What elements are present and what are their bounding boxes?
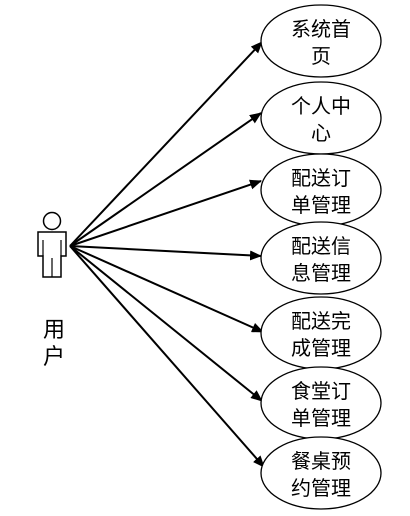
actor-head bbox=[42, 211, 62, 231]
use-case-label-line: 单管理 bbox=[291, 193, 351, 217]
use-case-label-line: 单管理 bbox=[291, 406, 351, 430]
use-case-label-line: 配送信 bbox=[291, 234, 351, 258]
use-case-ellipse bbox=[260, 436, 382, 510]
use-case-label-line: 配送完 bbox=[291, 309, 351, 333]
association-arrows bbox=[69, 41, 265, 468]
association-arrow-uc6 bbox=[69, 245, 263, 402]
association-arrow-uc1 bbox=[69, 41, 263, 247]
use-case-label-line: 成管理 bbox=[291, 336, 351, 360]
actor-label-line-2: 户 bbox=[43, 345, 65, 370]
actor-body bbox=[37, 231, 67, 278]
use-case-label-line: 个人中 bbox=[291, 94, 351, 118]
use-case-ellipse bbox=[260, 221, 382, 295]
use-case-label-line: 约管理 bbox=[291, 476, 351, 500]
use-case-label-line: 配送订 bbox=[291, 166, 351, 190]
use-case-label-line: 食堂订 bbox=[291, 379, 351, 403]
association-arrow-uc3 bbox=[69, 179, 262, 247]
use-case-label-line: 餐桌预 bbox=[291, 449, 351, 473]
use-case-label-line: 系统首 bbox=[291, 17, 351, 41]
actor-label-line-1: 用 bbox=[43, 318, 65, 343]
use-case-label-line: 息管理 bbox=[291, 261, 351, 285]
actor-user bbox=[37, 211, 67, 278]
association-arrow-uc2 bbox=[69, 112, 262, 247]
association-arrow-uc7 bbox=[69, 245, 265, 468]
association-arrow-uc5 bbox=[69, 245, 264, 333]
use-case-ellipse bbox=[260, 4, 382, 78]
use-case-label-line: 心 bbox=[311, 121, 331, 145]
use-case-label-line: 页 bbox=[311, 44, 331, 68]
association-arrow-uc4 bbox=[69, 245, 262, 261]
